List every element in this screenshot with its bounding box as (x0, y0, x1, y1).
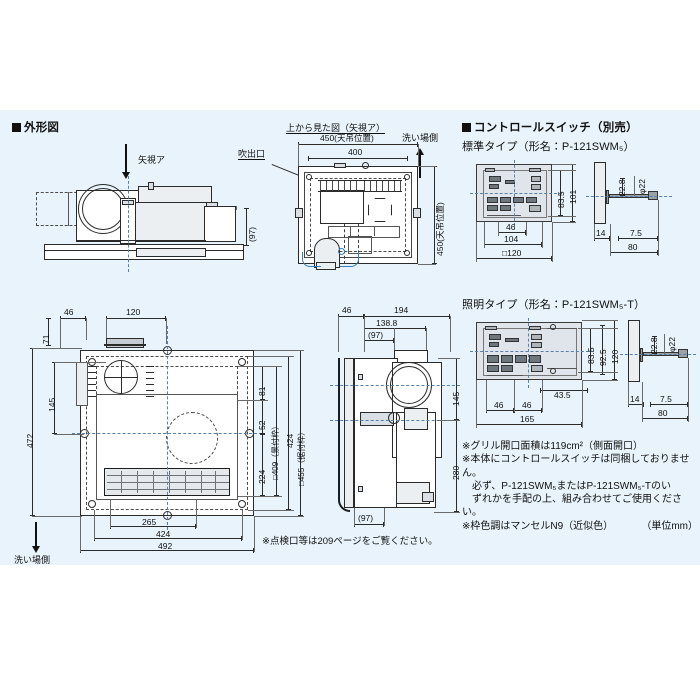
front-elevation-view: 矢視ア (97) (20, 140, 260, 272)
sv-dim-194: 194 (394, 305, 409, 315)
std-dim-83-5: 83.5 (556, 191, 566, 208)
bv-dim-409-frame: □409（景付枠） (271, 421, 280, 480)
top-dim-450-ceiling: 450(天吊位置) (320, 133, 374, 143)
lt-dim-43-5: 43.5 (554, 390, 571, 400)
standard-type-drawing: 83.5 101 46 104 □120 22.8 φ22 14 7.5 (462, 160, 698, 270)
front-dim-97: (97) (247, 226, 257, 242)
bv-dim-424-h: 424 (156, 529, 171, 539)
lt-dim-phi22: φ22 (667, 337, 677, 352)
std-dim-80: 80 (628, 242, 638, 252)
lt-dim-83-5: 83.5 (586, 347, 596, 364)
bv-dim-472: 472 (25, 433, 35, 448)
top-view: 上から見た図（矢視ア） 吹出口 洗い場側 450(天吊位置) 400 (238, 123, 462, 274)
bv-dim-492: 492 (158, 541, 173, 551)
note-line-1: ※本体にコントロールスイッチは同梱しておりません。 (462, 454, 690, 479)
note-line-2: 必ず、P-121SWM₅またはP-121SWM₅-Tのい (462, 480, 672, 492)
inspection-port-footnote: ※点検口等は209ページをご覧ください。 (262, 536, 438, 547)
bv-dim-71: 71 (41, 334, 51, 344)
note-line-3: ずれかを手配の上、組み合わせてご使用ください。 (462, 494, 682, 519)
std-dim-7-5: 7.5 (630, 228, 642, 238)
bv-dim-145: 145 (47, 397, 57, 412)
standard-type-title: 標準タイプ（形名：P-121SWM₅） (462, 141, 635, 153)
note-line-0: ※グリル開口面積は119cm²（側面開口） (462, 441, 643, 452)
control-switch-heading: コントロールスイッチ（別売） (462, 122, 638, 135)
std-dim-14: 14 (596, 228, 606, 238)
lt-dim-165: 165 (520, 414, 535, 424)
bv-dim-120: 120 (126, 307, 141, 317)
lt-dim-80: 80 (658, 408, 668, 418)
std-dim-22-8: 22.8 (617, 179, 627, 196)
std-dim-101: 101 (568, 189, 578, 204)
top-dim-400: 400 (348, 147, 363, 157)
sv-dim-97-top: (97) (368, 330, 384, 340)
sv-dim-97-bottom: (97) (358, 513, 374, 523)
outlet-label: 吹出口 (238, 149, 266, 159)
bv-dim-424-v: 424 (285, 433, 295, 448)
sv-dim-145: 145 (451, 391, 461, 406)
bullet-square-icon (12, 123, 21, 132)
sv-dim-280: 280 (451, 465, 461, 480)
sv-dim-1388: 138.8 (376, 318, 398, 328)
wash-side-label-bottom: 洗い場側 (14, 555, 51, 565)
std-dim-phi22: φ22 (637, 179, 647, 194)
side-view: 46 194 138.8 (97) (330, 300, 470, 550)
lt-dim-120: 120 (610, 349, 620, 364)
top-view-title: 上から見た図（矢視ア） (286, 123, 386, 133)
unit-note: （単位mm） (641, 520, 698, 532)
lt-dim-46a: 46 (494, 400, 504, 410)
note-line-4: ※枠色調はマンセルN9（近似色） (462, 520, 614, 532)
wash-side-arrow-bottom-icon (30, 522, 42, 554)
lt-dim-46b: 46 (522, 400, 532, 410)
notes-block: ※グリル開口面積は119cm²（側面開口） ※本体にコントロールスイッチは同梱し… (462, 440, 698, 533)
bv-dim-81: 81 (257, 386, 267, 396)
spec-sheet-panel: 外形図 矢視ア (0, 110, 700, 565)
bv-dim-265: 265 (142, 517, 157, 527)
bv-dim-224: 224 (257, 469, 267, 484)
sv-dim-46: 46 (342, 305, 352, 315)
lt-dim-14: 14 (630, 394, 640, 404)
lt-dim-7-5: 7.5 (660, 394, 672, 404)
bv-dim-46: 46 (64, 307, 74, 317)
outline-drawing-heading: 外形図 (12, 122, 59, 135)
bottom-view: 46 71 120 (14, 300, 306, 565)
std-dim-120: □120 (502, 248, 522, 258)
bullet-square-icon-2 (462, 123, 471, 132)
wash-side-label-top: 洗い場側 (402, 133, 439, 143)
std-dim-104: 104 (504, 234, 519, 244)
lt-dim-92-5: 92.5 (598, 349, 608, 366)
lighting-type-title: 照明タイプ（形名：P-121SWM₅-T） (462, 299, 646, 311)
lighting-type-drawing: 83.5 92.5 120 43.5 46 46 165 22.8 φ22 (462, 318, 698, 436)
view-direction-arrow-icon (120, 144, 132, 180)
bv-dim-455-frame: □455（据付枠） (297, 427, 306, 486)
arrow-view-label: 矢視ア (138, 155, 166, 165)
top-dim-450-depth: 450(天吊位置) (435, 202, 445, 256)
std-dim-46: 46 (506, 222, 516, 232)
lt-dim-22-8: 22.8 (649, 337, 659, 354)
bv-dim-52: 52 (257, 420, 267, 430)
